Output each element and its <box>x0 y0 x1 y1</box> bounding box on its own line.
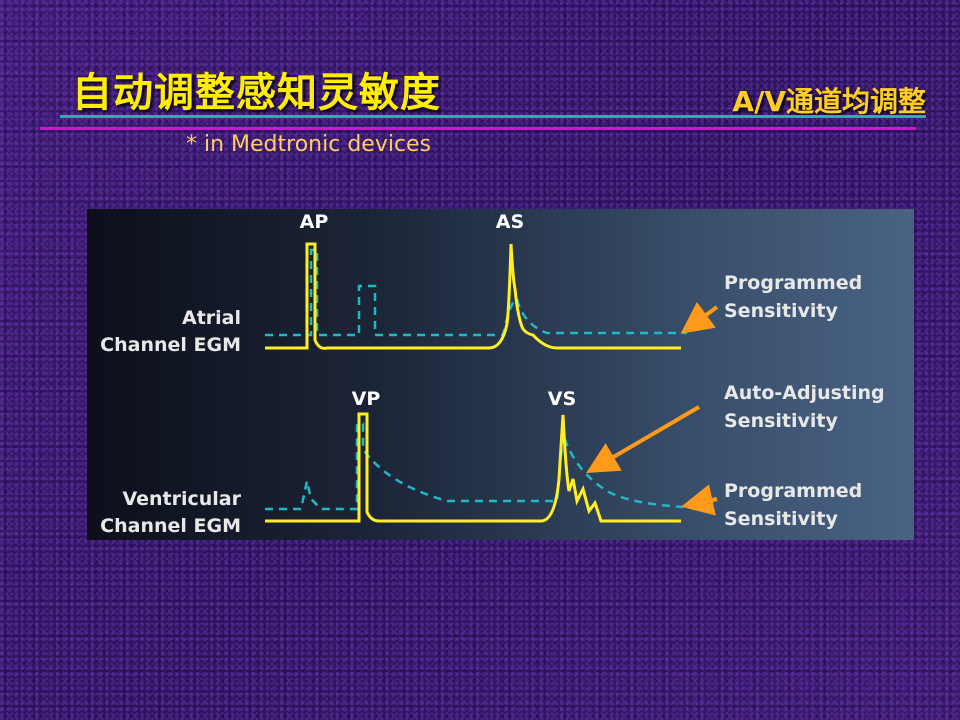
callout-auto-adjusting-line2: Sensitivity <box>724 410 838 432</box>
atrial-label-line1: Atrial <box>182 307 241 329</box>
callout-auto-adjusting-line1: Auto-Adjusting <box>724 382 885 404</box>
ventricular-label-line1: Ventricular <box>122 488 241 510</box>
page-title: 自动调整感知灵敏度 <box>72 70 441 116</box>
arrow-auto-adjusting <box>586 405 701 474</box>
ventricular-threshold-line <box>265 422 684 511</box>
arrow-atrial-programmed <box>680 301 719 334</box>
marker-vs: VS <box>548 388 576 410</box>
divider-teal <box>60 115 926 118</box>
divider-magenta <box>40 127 916 130</box>
device-note: * in Medtronic devices <box>186 132 432 157</box>
ventricular-label-line2: Channel EGM <box>100 515 241 537</box>
ventricular-signal-line <box>265 412 681 523</box>
atrial-label-line2: Channel EGM <box>100 334 241 356</box>
atrial-threshold-line <box>265 248 687 337</box>
marker-ap: AP <box>300 211 329 233</box>
egm-diagram-panel: Atrial Channel EGM AP AS Ventricular Cha… <box>87 209 914 540</box>
slide-subtitle: A/V通道均调整 <box>732 85 926 118</box>
marker-vp: VP <box>352 388 381 410</box>
callout-ventricular-programmed-line1: Programmed <box>724 480 862 502</box>
callout-atrial-programmed-line1: Programmed <box>724 272 862 294</box>
callout-ventricular-programmed-line2: Sensitivity <box>724 508 838 530</box>
arrow-ventricular-programmed <box>681 484 718 516</box>
marker-as: AS <box>496 211 524 233</box>
atrial-signal-line <box>265 242 681 350</box>
callout-atrial-programmed-line2: Sensitivity <box>724 300 838 322</box>
egm-diagram: Atrial Channel EGM AP AS Ventricular Cha… <box>100 211 885 537</box>
